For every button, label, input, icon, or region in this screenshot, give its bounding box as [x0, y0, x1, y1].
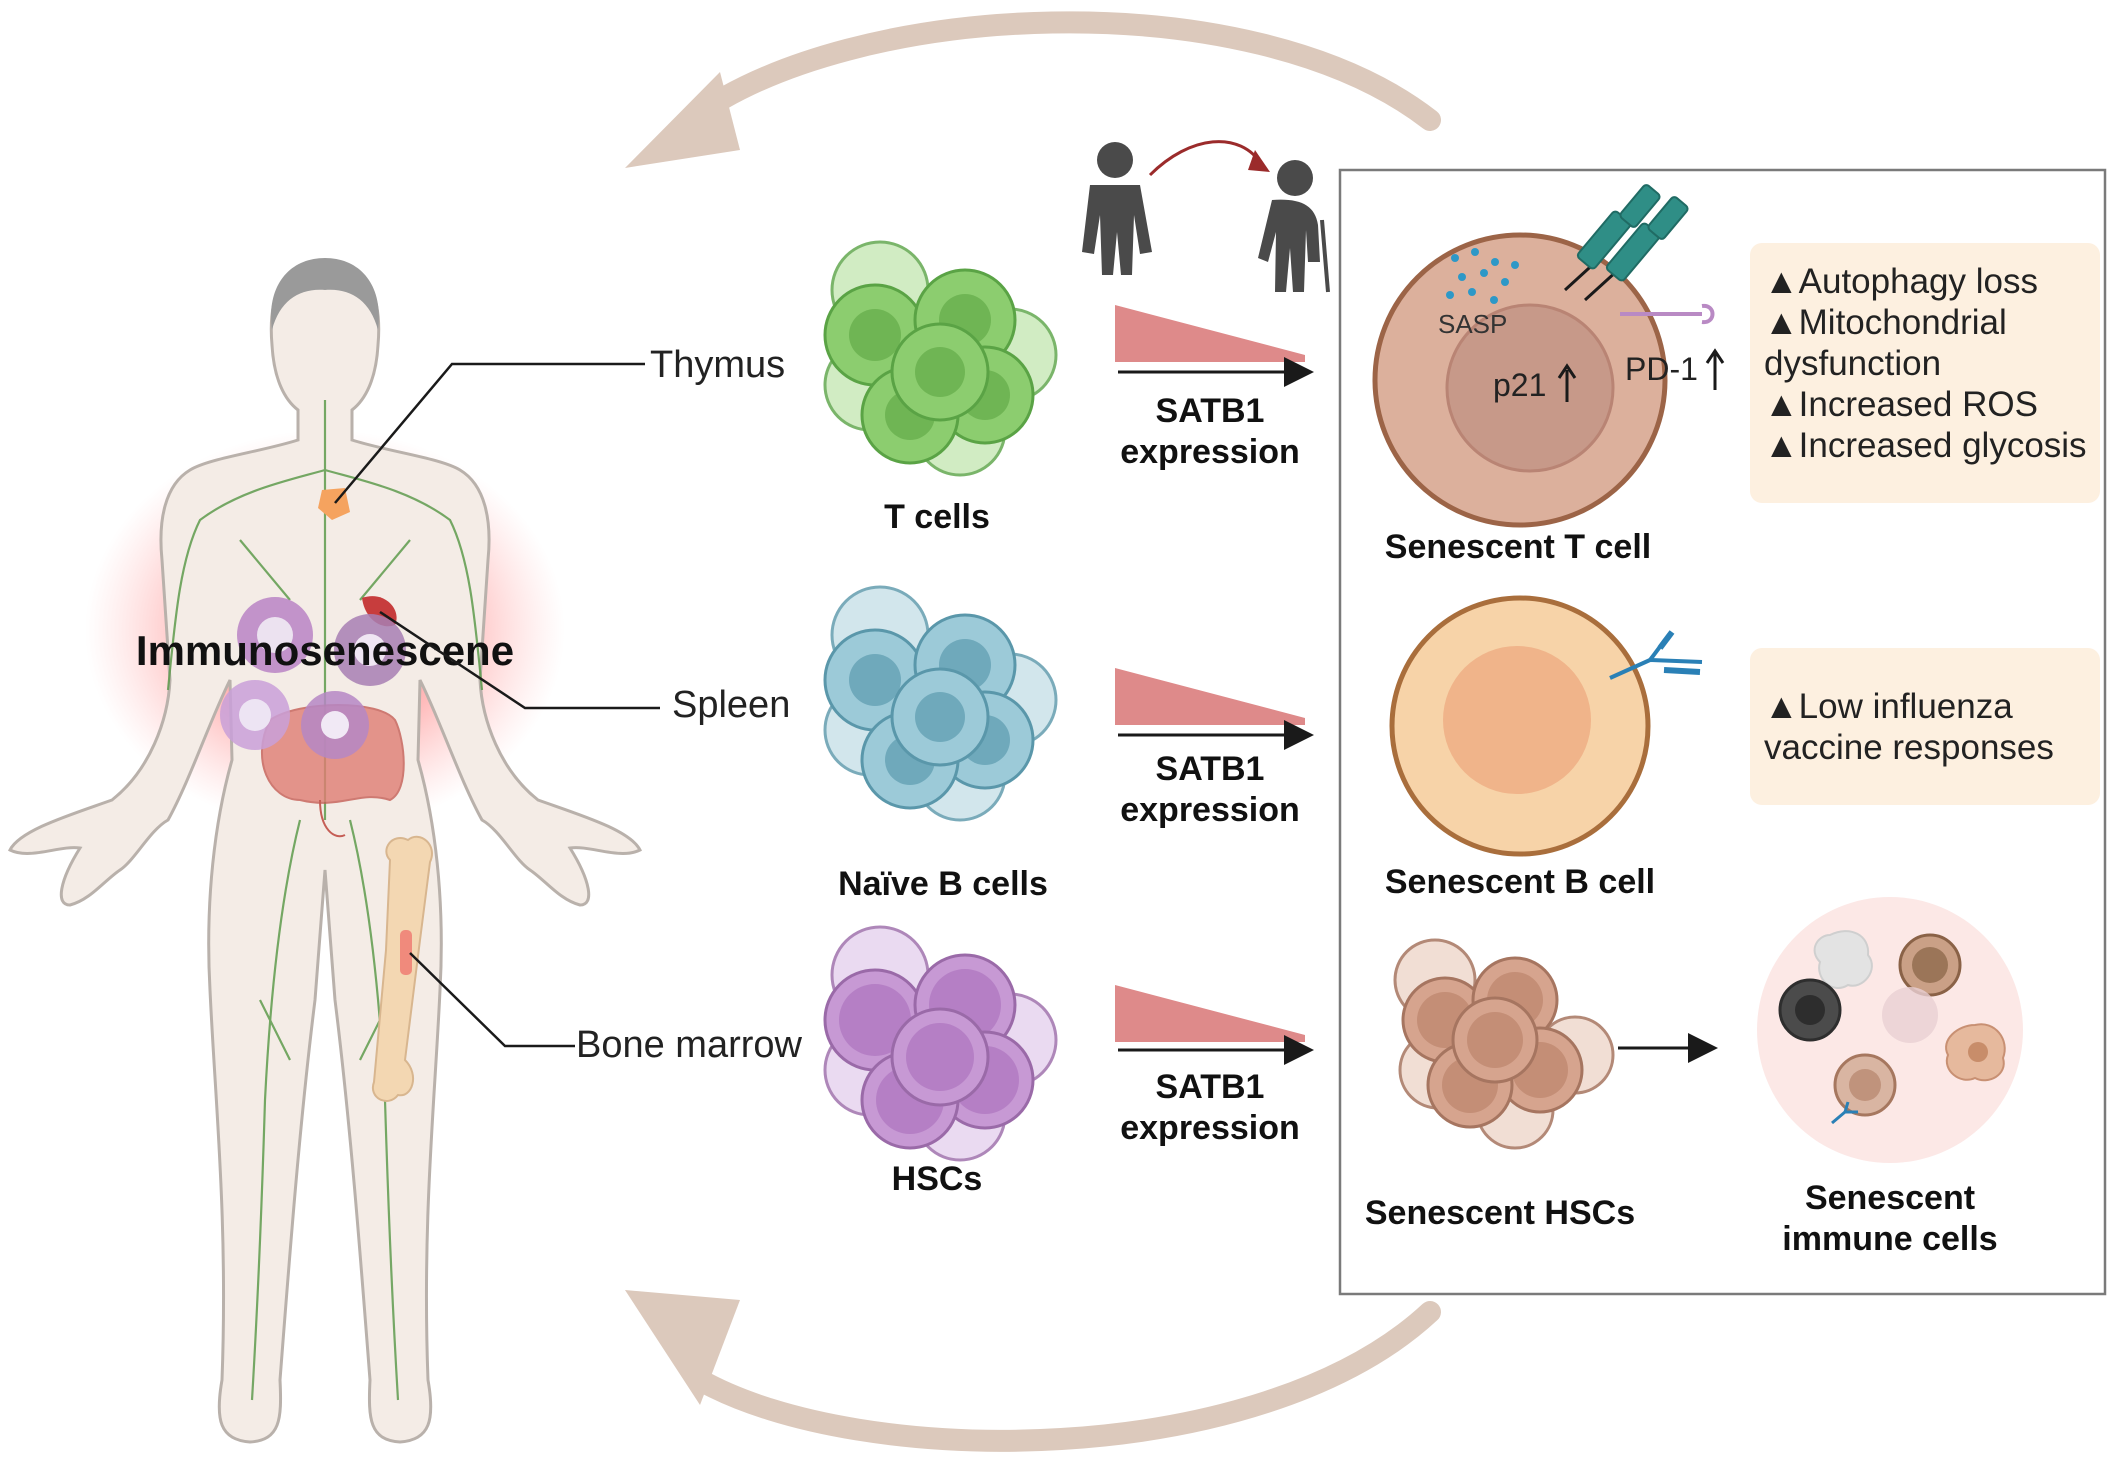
senescent-immune-cells — [1757, 897, 2023, 1163]
satb1-label-3: SATB1 — [1156, 1068, 1265, 1106]
cell-label-hscs: HSCs — [892, 1160, 983, 1198]
satb1-indicator-3: SATB1 expression — [1115, 985, 1314, 1147]
center-label: Immunosenescene — [136, 627, 514, 674]
senescent-hsc-cluster — [1393, 938, 1615, 1150]
senescent-t-cell-label: Senescent T cell — [1385, 528, 1651, 566]
aging-arrow — [1148, 140, 1264, 177]
t-feature-4: ▲Increased ROS — [1764, 385, 2038, 424]
t-cell-cluster — [823, 240, 1058, 477]
pd1-receptor-icon — [1620, 303, 1715, 325]
t-feature-5: ▲Increased glycosis — [1764, 426, 2087, 465]
organ-label-bone-marrow: Bone marrow — [576, 1024, 803, 1066]
pd1-up-arrow-icon — [1705, 348, 1725, 390]
human-body — [7, 258, 643, 1444]
b-feature-1: ▲Low influenza — [1764, 687, 2013, 726]
cycle-arrow-bottom — [625, 1290, 1441, 1452]
elderly-person-icon — [1258, 160, 1330, 293]
person-icon — [1082, 142, 1152, 275]
t-feature-2: ▲Mitochondrial — [1764, 303, 2007, 342]
senescent-b-cell-label: Senescent B cell — [1385, 863, 1655, 901]
pd1-label: PD-1 — [1625, 351, 1698, 387]
senescent-hscs-label: Senescent HSCs — [1365, 1194, 1635, 1232]
cycle-arrow-top — [625, 11, 1441, 168]
b-cell-features-box — [1750, 648, 2100, 805]
senescent-immune-label-2: immune cells — [1782, 1220, 1997, 1258]
satb1-sublabel-1: expression — [1120, 433, 1300, 471]
b-feature-2: vaccine responses — [1764, 728, 2054, 767]
antibody-icon — [1609, 630, 1703, 680]
sasp-label: SASP — [1438, 309, 1507, 339]
b-cell-features: ▲Low influenza vaccine responses — [1764, 687, 2054, 767]
senescent-immune-label-1: Senescent — [1805, 1179, 1975, 1217]
satb1-indicator-1: SATB1 expression — [1115, 305, 1314, 471]
t-cell-features-box — [1750, 243, 2100, 503]
satb1-sublabel-2: expression — [1120, 791, 1300, 829]
cell-label-naive-b-cells: Naïve B cells — [838, 865, 1048, 903]
organ-connectors — [334, 362, 660, 1048]
t-feature-1: ▲Autophagy loss — [1764, 262, 2038, 301]
organ-label-spleen: Spleen — [672, 684, 790, 726]
cell-label-t-cells: T cells — [884, 498, 990, 536]
satb1-sublabel-3: expression — [1120, 1109, 1300, 1147]
sasp-dots — [1446, 248, 1519, 304]
tcr-receptor-icon — [1563, 184, 1689, 302]
senescent-t-cell: SASP p21 PD-1 — [1372, 184, 1725, 528]
satb1-label-2: SATB1 — [1156, 750, 1265, 788]
b-cell-cluster — [823, 585, 1058, 822]
p21-label: p21 — [1493, 367, 1546, 403]
hsc-cluster — [823, 925, 1058, 1162]
satb1-label-1: SATB1 — [1156, 392, 1265, 430]
t-feature-3: dysfunction — [1764, 344, 1941, 383]
p21-up-arrow-icon — [1557, 363, 1577, 402]
senescent-b-cell — [1389, 595, 1703, 857]
organ-label-thymus: Thymus — [650, 344, 785, 386]
femur-bone — [371, 835, 433, 1102]
satb1-indicator-2: SATB1 expression — [1115, 668, 1314, 829]
t-cell-features: ▲Autophagy loss ▲Mitochondrial dysfuncti… — [1764, 262, 2087, 465]
